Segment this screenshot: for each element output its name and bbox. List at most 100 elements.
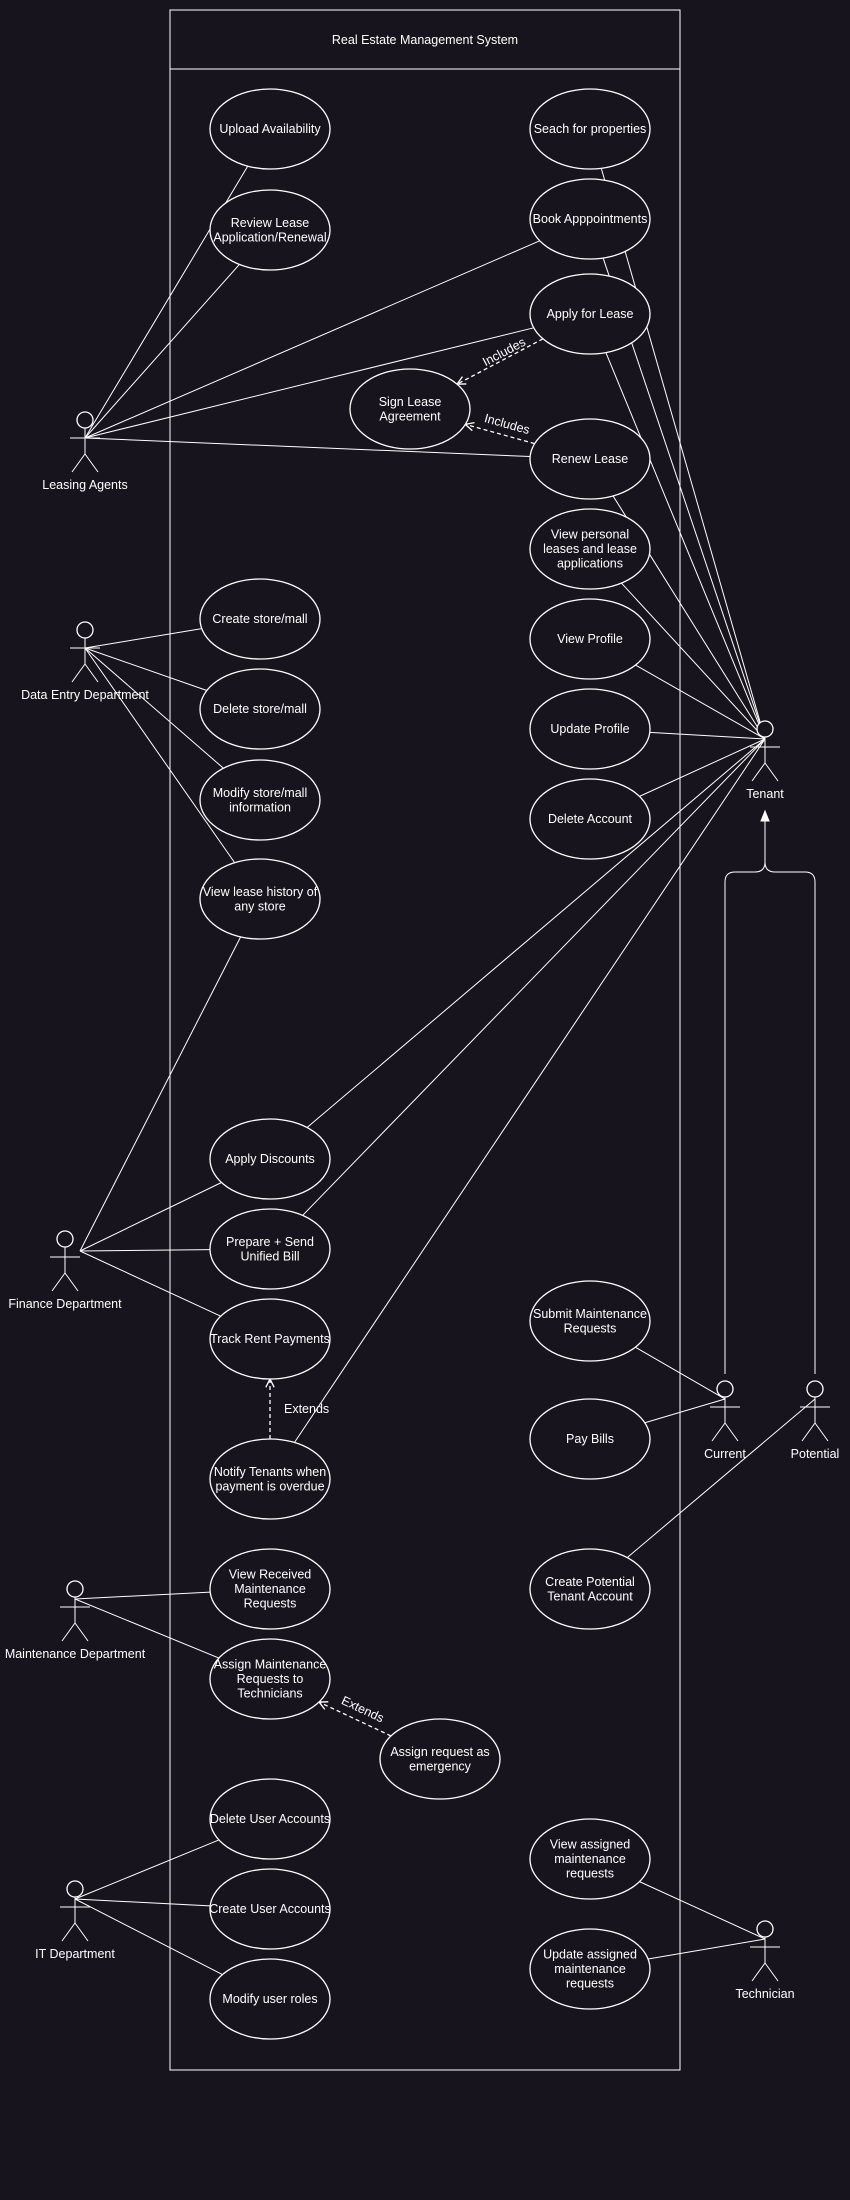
actor-technician[interactable]: Technician — [735, 1920, 795, 2001]
actor-potential[interactable]: Potential — [791, 1380, 840, 1461]
use-case-label: Prepare + Send — [226, 1235, 314, 1249]
association-maintenance-viewmaint — [74, 1591, 211, 1600]
actor-left-leg — [71, 663, 86, 683]
use-case-label: Requests to — [237, 1672, 304, 1686]
association-technician-updateassigned — [648, 1938, 766, 1960]
use-case-ellipse — [209, 1118, 331, 1200]
use-case-label: Agreement — [379, 409, 441, 423]
use-case-deleteusers[interactable]: Delete User Accounts — [209, 1778, 331, 1860]
use-case-label: emergency — [409, 1759, 472, 1773]
actor-right-leg — [84, 453, 99, 473]
association-tenant-viewprofile — [635, 664, 766, 740]
actor-leasing[interactable]: Leasing Agents — [42, 411, 128, 492]
use-case-label: Modify user roles — [222, 1992, 317, 2006]
generalization-connector — [724, 814, 816, 1374]
use-case-label: maintenance — [554, 1852, 626, 1866]
use-case-ellipse — [529, 418, 651, 500]
use-case-label: View Received — [229, 1568, 312, 1582]
use-case-renew[interactable]: Renew Lease — [529, 418, 651, 500]
generalization — [724, 809, 816, 1374]
association-finance-discounts — [79, 1182, 222, 1252]
use-case-label: Unified Bill — [240, 1249, 299, 1263]
generalization-arrowhead — [760, 809, 770, 822]
use-case-label: Track Rent Payments — [210, 1332, 330, 1346]
actor-label: Finance Department — [8, 1297, 122, 1311]
associations — [74, 165, 816, 1976]
use-case-createstore[interactable]: Create store/mall — [199, 578, 321, 660]
use-case-ellipse — [209, 1778, 331, 1860]
system-boundary: Real Estate Management System — [169, 9, 681, 2071]
use-case-search[interactable]: Seach for properties — [529, 88, 651, 170]
actor-maintenance[interactable]: Maintenance Department — [5, 1580, 146, 1661]
association-leasing-book — [84, 240, 540, 439]
use-case-upload[interactable]: Upload Availability — [209, 88, 331, 170]
relation-arrow-emergency-assignmaint — [319, 1702, 392, 1737]
use-case-label: Sign Lease — [379, 395, 442, 409]
actor-tenant[interactable]: Tenant — [746, 720, 784, 801]
use-case-book[interactable]: Book Apppointments — [529, 178, 651, 260]
use-case-ellipse — [529, 1280, 651, 1362]
use-case-createusers[interactable]: Create User Accounts — [209, 1868, 331, 1950]
use-case-trackrent[interactable]: Track Rent Payments — [209, 1298, 331, 1380]
actor-finance[interactable]: Finance Department — [8, 1230, 122, 1311]
use-case-apply[interactable]: Apply for Lease — [529, 273, 651, 355]
use-case-label: Maintenance — [234, 1582, 306, 1596]
use-case-label: Upload Availability — [219, 122, 321, 136]
actor-left-leg — [61, 1922, 76, 1942]
use-case-label: Update Profile — [550, 722, 629, 736]
actor-label: Leasing Agents — [42, 478, 128, 492]
use-case-ellipse — [209, 1208, 331, 1290]
association-dataentry-leasehistory — [84, 647, 236, 864]
use-case-ellipse — [529, 778, 651, 860]
actor-left-leg — [751, 1962, 766, 1982]
use-case-label: Pay Bills — [566, 1432, 614, 1446]
use-case-label: View Profile — [557, 632, 623, 646]
use-case-label: information — [229, 800, 291, 814]
association-leasing-review — [84, 264, 240, 439]
use-case-paybills[interactable]: Pay Bills — [529, 1398, 651, 1480]
actor-head — [66, 1880, 84, 1898]
use-case-modifyroles[interactable]: Modify user roles — [209, 1958, 331, 2040]
use-case-ellipse — [529, 88, 651, 170]
use-case-viewprofile[interactable]: View Profile — [529, 598, 651, 680]
use-case-ellipse — [349, 368, 471, 450]
association-finance-leasehistory — [79, 936, 242, 1252]
use-case-deletestore[interactable]: Delete store/mall — [199, 668, 321, 750]
use-case-ellipse — [209, 1298, 331, 1380]
use-case-label: Notify Tenants when — [214, 1465, 326, 1479]
actor-dataentry[interactable]: Data Entry Department — [21, 621, 149, 702]
association-it-createusers — [74, 1898, 211, 1907]
use-case-label: leases and lease — [543, 542, 637, 556]
actor-left-leg — [801, 1422, 816, 1442]
use-case-ellipse — [209, 1438, 331, 1520]
use-case-label: Delete store/mall — [213, 702, 307, 716]
actor-it[interactable]: IT Department — [35, 1880, 115, 1961]
use-case-updateprofile[interactable]: Update Profile — [529, 688, 651, 770]
association-tenant-deleteaccount — [639, 738, 766, 797]
use-case-label: Technicians — [237, 1687, 302, 1701]
use-case-label: Create Potential — [545, 1575, 635, 1589]
use-case-label: Apply for Lease — [547, 307, 634, 321]
actor-current[interactable]: Current — [704, 1380, 746, 1461]
actor-right-leg — [764, 762, 779, 782]
actor-left-leg — [711, 1422, 726, 1442]
use-case-label: requests — [566, 1977, 614, 1991]
system-title: Real Estate Management System — [332, 33, 518, 47]
use-case-deleteaccount[interactable]: Delete Account — [529, 778, 651, 860]
use-case-discounts[interactable]: Apply Discounts — [209, 1118, 331, 1200]
actor-left-leg — [751, 762, 766, 782]
